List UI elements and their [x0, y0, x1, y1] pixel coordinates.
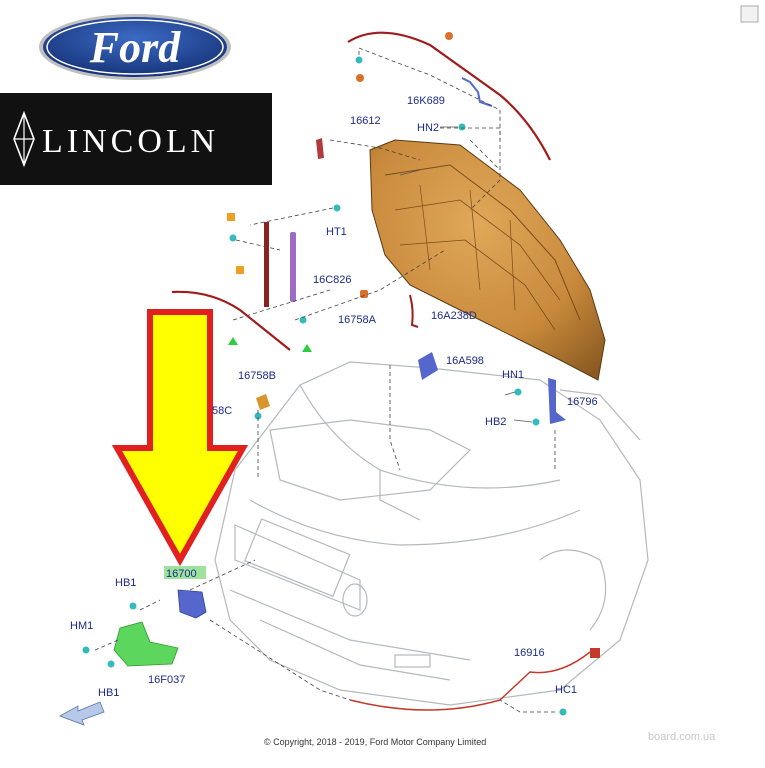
part-16f037 — [113, 621, 179, 667]
label-hc1: HC1 — [555, 684, 577, 696]
label-hb2: HB2 — [485, 416, 506, 428]
highlight-arrow-icon — [111, 309, 249, 567]
ford-logo: Ford — [39, 14, 231, 80]
label-hn2: HN2 — [417, 122, 439, 134]
part-16k689 — [461, 77, 493, 107]
ford-logo-text: Ford — [89, 23, 181, 72]
label-16700: 16700 — [166, 568, 197, 580]
label-16612: 16612 — [350, 115, 381, 127]
copyright-text: © Copyright, 2018 - 2019, Ford Motor Com… — [264, 737, 486, 747]
label-16a238d: 16A238D — [431, 310, 477, 322]
label-16f037: 16F037 — [148, 674, 185, 686]
part-16c826-strut — [290, 232, 296, 302]
hood-panel — [369, 139, 606, 381]
label-16k689: 16K689 — [407, 95, 445, 107]
lincoln-star-icon — [13, 110, 35, 168]
part-16796 — [548, 378, 566, 424]
label-16700-highlight — [164, 566, 206, 579]
lincoln-logo-text: LINCOLN — [42, 123, 219, 160]
part-hood-bracket — [264, 222, 269, 307]
part-labels: 16K689 HN2 16612 HT1 16C826 16758A 16A23… — [70, 95, 598, 699]
label-16916: 16916 — [514, 647, 545, 659]
label-16c826: 16C826 — [313, 274, 352, 286]
fasteners — [82, 32, 567, 716]
hood-seal-left — [171, 290, 291, 351]
part-16612 — [316, 138, 324, 159]
label-hm1: HM1 — [70, 620, 93, 632]
watermark-text: board.com.ua — [648, 731, 716, 743]
part-16700-latch — [177, 589, 207, 619]
forward-direction-icon — [59, 701, 105, 726]
label-16758a: 16758A — [338, 314, 377, 326]
leader-lines — [94, 47, 556, 713]
vehicle-outline — [214, 361, 649, 706]
window-control-icon[interactable] — [740, 5, 759, 23]
label-hb1-bottom: HB1 — [98, 687, 119, 699]
part-16a238d — [409, 294, 419, 328]
part-16758b — [256, 394, 270, 410]
label-16758c: 58C — [212, 405, 232, 417]
hood-seal-top — [347, 31, 551, 161]
label-hb1-top: HB1 — [115, 577, 136, 589]
lincoln-logo: LINCOLN — [0, 93, 272, 185]
label-16796: 16796 — [567, 396, 598, 408]
label-16a598: 16A598 — [446, 355, 484, 367]
part-16916-cable — [349, 651, 591, 711]
label-hn1: HN1 — [502, 369, 524, 381]
hood-parts — [113, 77, 600, 711]
part-16a598 — [418, 352, 438, 380]
label-16758b: 16758B — [238, 370, 276, 382]
label-ht1: HT1 — [326, 226, 347, 238]
part-16916-connector — [590, 648, 600, 658]
